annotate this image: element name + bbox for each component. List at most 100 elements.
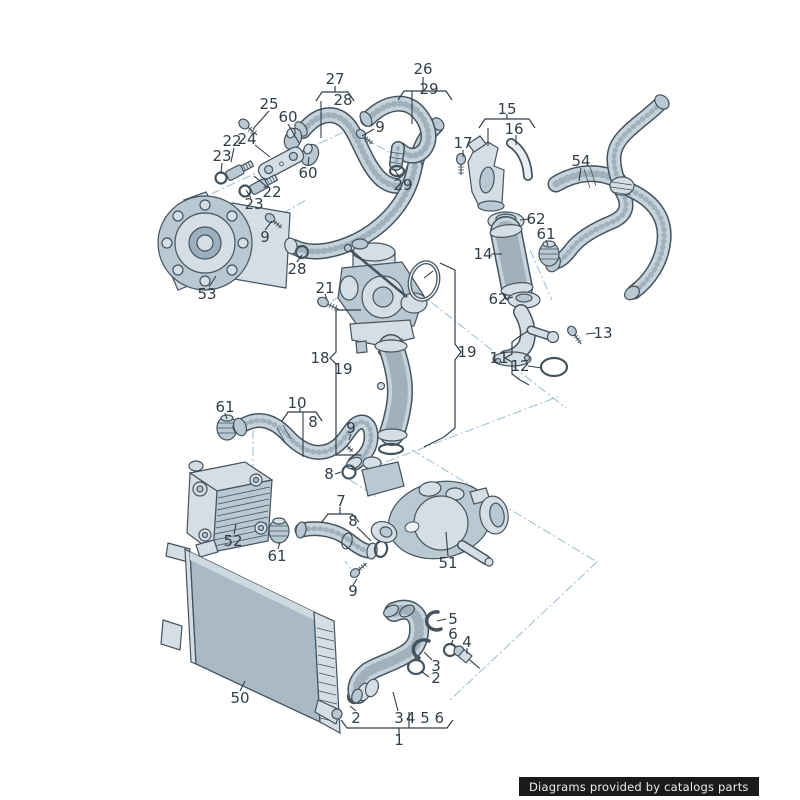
part-1-hose: [347, 599, 430, 704]
hose-run: [490, 216, 533, 304]
hose-run: [548, 184, 634, 270]
leader-line: [392, 691, 399, 712]
leader-line: [423, 436, 445, 448]
o-ring-23: [238, 184, 252, 198]
callout-bracket: [439, 262, 462, 438]
callout-14: 14: [473, 245, 492, 263]
leader-line: [253, 175, 267, 187]
callout-2: 2: [351, 709, 361, 727]
part-52-oil-cooler: [186, 460, 274, 554]
callout-4-5-6: 4 5 6: [406, 709, 444, 727]
callout-11: 11: [489, 349, 508, 367]
o-ring-12: [539, 356, 569, 378]
construction-line: [349, 479, 378, 498]
callout-29: 29: [419, 80, 438, 98]
leader-line: [519, 330, 529, 337]
leader-line: [245, 189, 252, 199]
leader-line: [352, 578, 358, 586]
leader-line: [254, 144, 271, 158]
leader-line: [445, 531, 449, 557]
callout-62: 62: [526, 210, 545, 228]
part-26-29-hose: [359, 95, 437, 178]
callout-50: 50: [230, 689, 249, 707]
callout-8: 8: [324, 465, 334, 483]
callout-61: 61: [215, 398, 234, 416]
provider-badge-text: Diagrams provided by catalogs parts: [529, 779, 749, 794]
hose-run: [347, 599, 430, 704]
part-11-elbow: [492, 304, 560, 367]
leader-line: [208, 275, 217, 288]
leader-line: [420, 670, 430, 678]
leader-line: [393, 168, 401, 179]
o-ring-8: [341, 464, 357, 480]
callout-7: 7: [336, 492, 346, 510]
grommets-60: [283, 127, 320, 167]
callout-60: 60: [278, 108, 297, 126]
part-14-hose: [489, 216, 534, 304]
callout-16: 16: [504, 120, 523, 138]
hose-run: [606, 96, 668, 188]
leader-line: [527, 365, 543, 369]
callout-10: 10: [287, 394, 306, 412]
part-61-connector: [268, 517, 290, 544]
callout-17: 17: [453, 134, 472, 152]
leader-line: [585, 332, 597, 335]
leader-line: [519, 379, 530, 386]
leader-line: [307, 156, 310, 167]
hose-run: [360, 95, 437, 164]
callout-23: 23: [244, 195, 263, 213]
o-ring-28: [294, 244, 310, 260]
callout-19: 19: [457, 343, 476, 361]
o-ring-29: [388, 164, 406, 178]
callout-21: 21: [315, 279, 334, 297]
callout-25: 25: [259, 95, 278, 113]
callout-62: 62: [488, 290, 507, 308]
callout-5: 5: [448, 610, 458, 628]
callout-60: 60: [298, 164, 317, 182]
callout-23: 23: [212, 147, 231, 165]
clip-3: [411, 638, 431, 660]
callout-1: 1: [394, 731, 404, 749]
leader-line: [436, 618, 447, 622]
leader-line: [264, 220, 273, 231]
part-50-radiator: [160, 539, 362, 735]
o-ring-19-large: [407, 260, 441, 302]
callout-6: 6: [448, 625, 458, 643]
callout-24: 24: [237, 130, 256, 148]
part-54-hose: [545, 94, 672, 301]
part-19-pipe: [374, 334, 413, 456]
leader-line: [519, 218, 530, 221]
callout-12: 12: [510, 357, 529, 375]
callout-annotations: 2728262925602422232223928536092915161754…: [197, 60, 612, 749]
leader-line: [233, 523, 237, 535]
part-51-thermostat-housing: [361, 456, 509, 567]
callout-52: 52: [223, 532, 242, 550]
part-18-water-pump: [337, 238, 428, 358]
callout-27: 27: [325, 70, 344, 88]
leader-line: [545, 239, 549, 247]
bolt-25: [238, 118, 258, 136]
callout-18: 18: [310, 349, 329, 367]
leader-line: [224, 412, 228, 420]
part-61-grommet: [216, 414, 238, 441]
leader-line: [324, 293, 328, 301]
callout-51: 51: [438, 554, 457, 572]
pipe-run: [526, 325, 554, 341]
leader-line: [334, 471, 342, 475]
leader-line: [277, 541, 281, 550]
callout-9: 9: [346, 419, 356, 437]
pipe-run: [498, 304, 536, 366]
o-ring-2: [406, 658, 426, 676]
pipe-run: [457, 540, 491, 565]
callout-bracket: [503, 335, 521, 381]
leader-line: [349, 705, 357, 712]
leader-line: [287, 123, 300, 144]
callout-3: 3: [394, 709, 404, 727]
hose-run: [294, 521, 376, 559]
callout-54: 54: [571, 152, 590, 170]
leader-line: [361, 128, 375, 137]
leader-line: [423, 651, 433, 661]
callout-29: 29: [393, 176, 412, 194]
part-10-hose: [232, 413, 379, 480]
